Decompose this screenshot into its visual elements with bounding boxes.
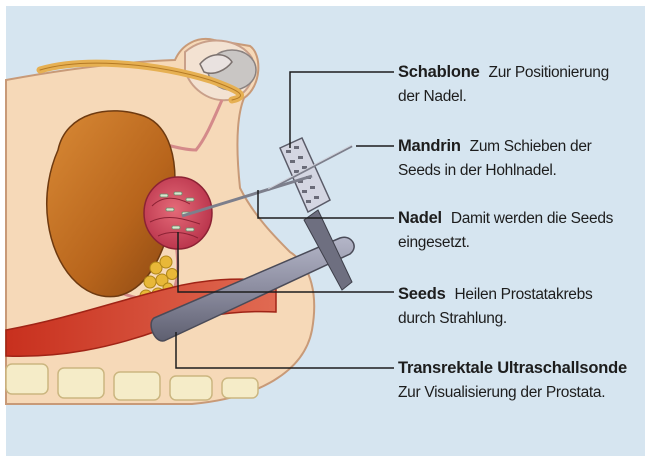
label-mandrin-desc-1: Zum Schieben der <box>470 138 592 155</box>
label-nadel-title: Nadel <box>398 209 442 227</box>
label-sonde-desc-2: Zur Visualisierung der Prostata. <box>398 381 643 405</box>
callout-mandrin: Mandrin Zum Schieben der Seeds in der Ho… <box>398 134 643 183</box>
callout-nadel: Nadel Damit werden die Seeds eingesetzt. <box>398 206 643 255</box>
label-schablone-desc-2: der Nadel. <box>398 85 643 109</box>
callout-sonde: Transrektale Ultraschallsonde Zur Visual… <box>398 356 643 405</box>
callout-schablone: Schablone Zur Positionierung der Nadel. <box>398 60 643 109</box>
label-nadel-desc-2: eingesetzt. <box>398 231 643 255</box>
leader-schablone <box>290 72 394 148</box>
label-seeds-desc-2: durch Strahlung. <box>398 307 643 331</box>
label-schablone-title: Schablone <box>398 63 480 81</box>
label-seeds-desc-1: Heilen Prostatakrebs <box>455 286 593 303</box>
template-grid <box>280 138 330 212</box>
label-schablone-desc-1: Zur Positionierung <box>489 64 609 81</box>
label-mandrin-title: Mandrin <box>398 137 461 155</box>
label-sonde-title: Transrektale Ultraschallsonde <box>398 359 627 377</box>
callout-seeds: Seeds Heilen Prostatakrebs durch Strahlu… <box>398 282 643 331</box>
label-nadel-desc-1: Damit werden die Seeds <box>451 210 613 227</box>
label-seeds-title: Seeds <box>398 285 446 303</box>
label-mandrin-desc-2: Seeds in der Hohlnadel. <box>398 159 643 183</box>
